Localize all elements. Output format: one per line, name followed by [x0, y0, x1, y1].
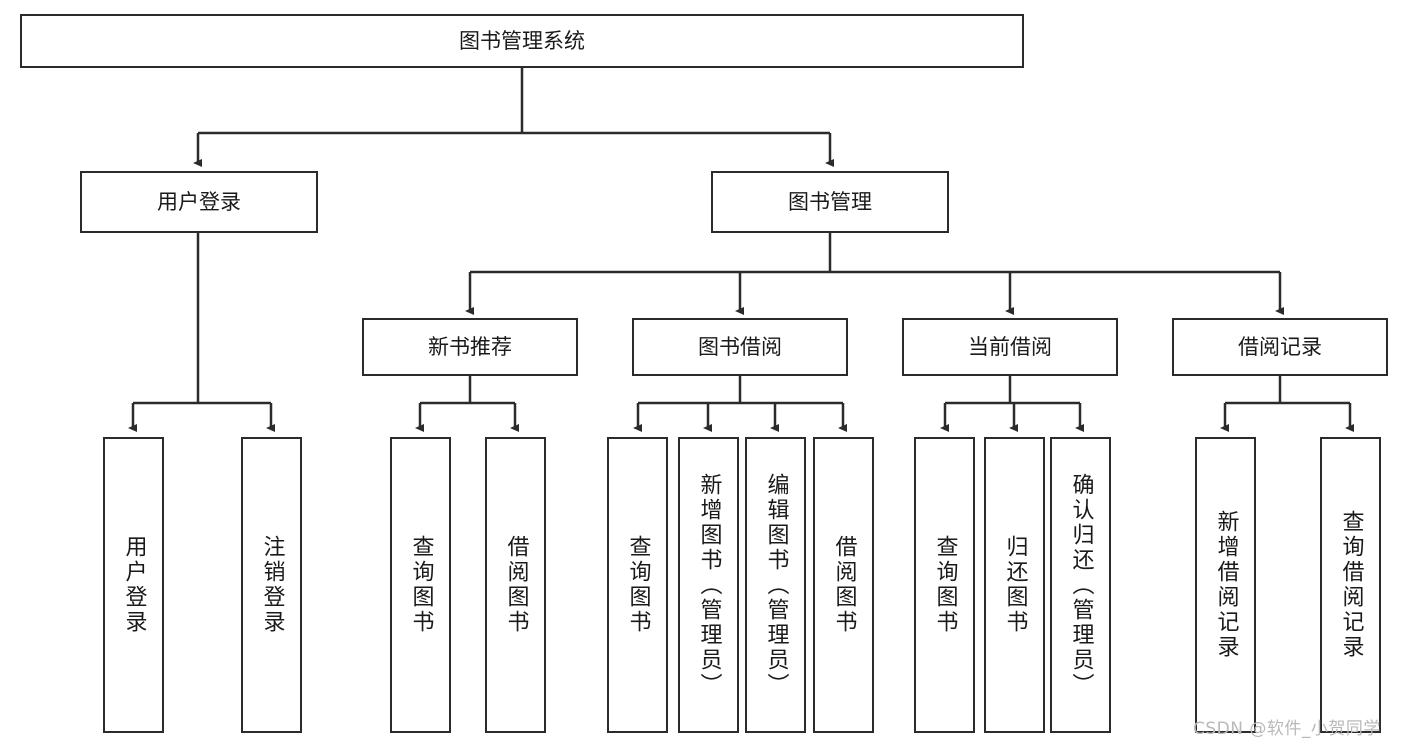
node-label: 查询图书: [932, 535, 958, 635]
leaf-book-borrow-2[interactable]: 编辑图书（管理员）: [745, 437, 806, 733]
node-label: 图书借阅: [698, 334, 782, 359]
node-label: 借阅记录: [1238, 334, 1322, 359]
leaf-current-borrow-1[interactable]: 归还图书: [984, 437, 1045, 733]
node-label: 图书管理系统: [459, 28, 585, 53]
leaf-book-borrow-1[interactable]: 新增图书（管理员）: [678, 437, 739, 733]
node-root-system[interactable]: 图书管理系统: [20, 14, 1024, 68]
node-label: 用户登录: [157, 189, 241, 214]
leaf-borrow-record-1[interactable]: 查询借阅记录: [1320, 437, 1381, 733]
leaf-new-book-rec-1[interactable]: 借阅图书: [485, 437, 546, 733]
leaf-new-book-rec-0[interactable]: 查询图书: [390, 437, 451, 733]
node-label: 新增图书（管理员）: [696, 472, 722, 698]
node-label: 查询借阅记录: [1338, 510, 1364, 660]
node-label: 新增借阅记录: [1213, 510, 1239, 660]
node-label: 注销登录: [259, 535, 285, 635]
node-label: 确认归还（管理员）: [1068, 472, 1094, 698]
node-label: 图书管理: [788, 189, 872, 214]
node-label: 归还图书: [1002, 535, 1028, 635]
leaf-current-borrow-2[interactable]: 确认归还（管理员）: [1050, 437, 1111, 733]
node-current-borrow[interactable]: 当前借阅: [902, 318, 1118, 376]
node-label: 借阅图书: [503, 535, 529, 635]
node-book-borrow[interactable]: 图书借阅: [632, 318, 848, 376]
node-book-manage[interactable]: 图书管理: [711, 171, 949, 233]
leaf-user-login-1[interactable]: 注销登录: [241, 437, 302, 733]
node-borrow-record[interactable]: 借阅记录: [1172, 318, 1388, 376]
leaf-user-login-0[interactable]: 用户登录: [103, 437, 164, 733]
leaf-borrow-record-0[interactable]: 新增借阅记录: [1195, 437, 1256, 733]
csdn-watermark: CSDN @软件_小贺同学: [1193, 719, 1381, 739]
node-label: 用户登录: [121, 535, 147, 635]
node-label: 新书推荐: [428, 334, 512, 359]
leaf-book-borrow-0[interactable]: 查询图书: [607, 437, 668, 733]
node-label: 编辑图书（管理员）: [763, 472, 789, 698]
node-user-login[interactable]: 用户登录: [80, 171, 318, 233]
node-new-book-recommend[interactable]: 新书推荐: [362, 318, 578, 376]
node-label: 当前借阅: [968, 334, 1052, 359]
node-label: 查询图书: [625, 535, 651, 635]
leaf-current-borrow-0[interactable]: 查询图书: [914, 437, 975, 733]
node-label: 查询图书: [408, 535, 434, 635]
node-label: 借阅图书: [831, 535, 857, 635]
leaf-book-borrow-3[interactable]: 借阅图书: [813, 437, 874, 733]
